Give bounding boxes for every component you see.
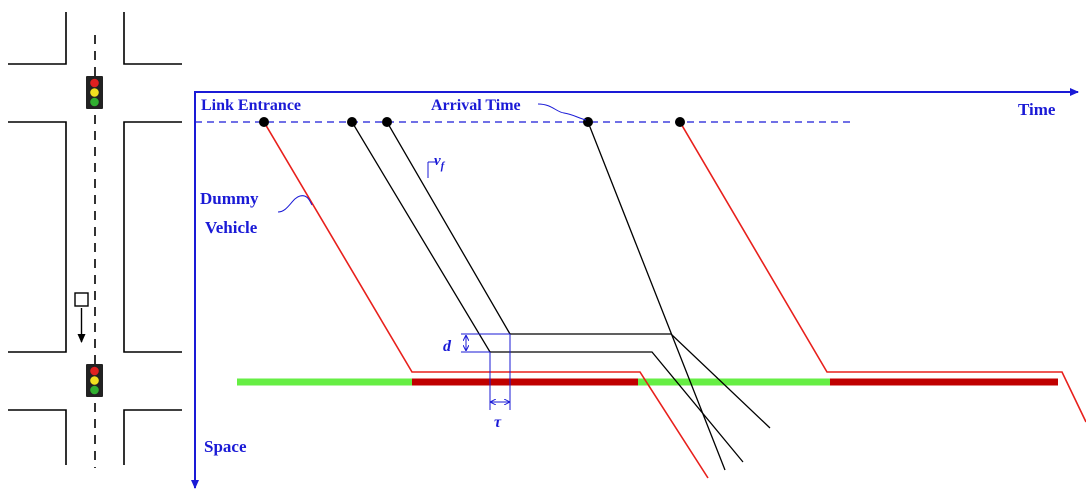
dummy-vehicle-label-line1: Dummy (200, 189, 259, 208)
arrival-point (259, 117, 269, 127)
link-entrance-label: Link Entrance (201, 97, 301, 114)
dummy-vehicle-trajectory (679, 121, 1086, 423)
free-flow-speed-label: vf (434, 153, 446, 172)
vehicle-trajectory (386, 121, 771, 429)
spacing-bracket (461, 333, 510, 353)
vehicle-trajectory (587, 121, 726, 471)
road-curb (123, 409, 182, 465)
road-curb (8, 409, 67, 465)
dummy-vehicle-label-line2: Vehicle (205, 218, 258, 237)
vehicle-icon (74, 292, 89, 343)
arrival-point (382, 117, 392, 127)
arrival-time-label: Arrival Time (431, 97, 521, 114)
road-curb (8, 121, 67, 353)
arrival-time-leader (537, 103, 587, 121)
space-axis-label: Space (204, 437, 247, 456)
time-axis-label: Time (1018, 100, 1056, 119)
vehicle-trajectories (263, 121, 1086, 479)
spacing-label: d (443, 338, 452, 355)
traffic-light-icon (86, 364, 103, 397)
road-curb (8, 12, 67, 65)
arrival-point (347, 117, 357, 127)
dummy-vehicle-trajectory (263, 121, 709, 479)
vehicle-trajectory (351, 121, 744, 463)
dummy-vehicle-leader (277, 195, 313, 213)
axes (191, 88, 1079, 489)
arrival-point (675, 117, 685, 127)
traffic-light-icon (86, 76, 103, 109)
arrival-point (583, 117, 593, 127)
headway-bracket (489, 334, 511, 410)
road-curb (123, 121, 182, 353)
road-curb (123, 12, 182, 65)
free-flow-speed-marker (427, 161, 436, 178)
headway-label: τ (494, 414, 502, 431)
